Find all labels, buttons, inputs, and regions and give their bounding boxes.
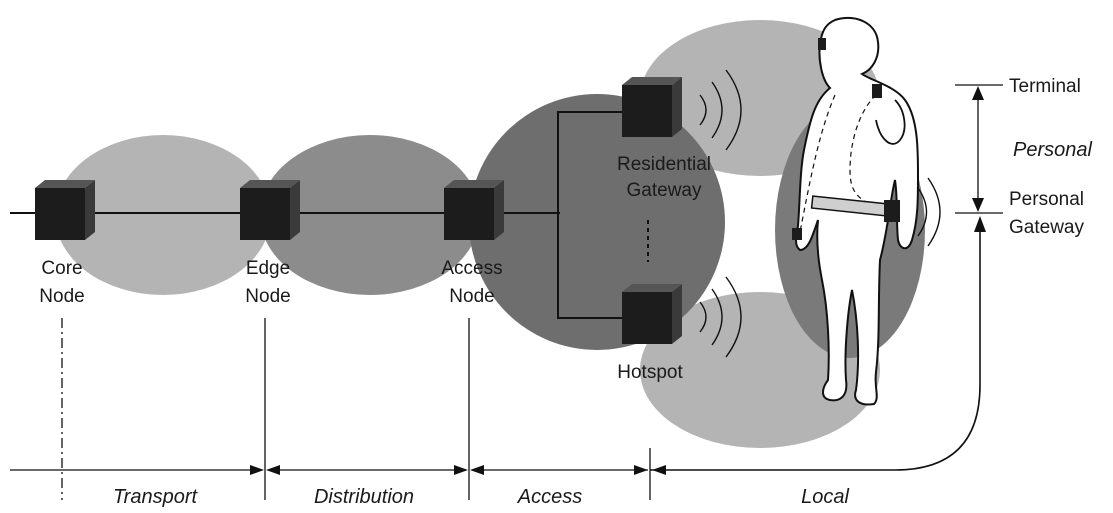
personal-gateway-label-1: Personal: [1009, 189, 1084, 210]
personal-scale-bracket: [650, 84, 1003, 471]
person-figure: [792, 17, 919, 406]
hotspot-waves-icon: [699, 276, 742, 358]
segment-access-label: Access: [517, 486, 582, 508]
core-coverage-ellipse: [55, 135, 271, 295]
residential-gateway-cube: [622, 77, 682, 137]
residential-gateway-label-1: Residential: [617, 154, 711, 175]
core-node-label-1: Core: [41, 258, 82, 279]
branch-hotspot: [557, 213, 625, 319]
segment-transport-label: Transport: [113, 486, 199, 508]
access-node-label-1: Access: [441, 258, 502, 279]
personal-gateway-label-2: Gateway: [1009, 217, 1084, 238]
access-node-cube: [444, 180, 504, 240]
edge-node-label-1: Edge: [246, 258, 290, 279]
wrist-device: [792, 228, 802, 240]
residential-waves-icon: [699, 69, 742, 151]
access-node-label-2: Node: [449, 286, 494, 307]
segment-arrows: [10, 465, 666, 475]
branch-residential: [557, 111, 625, 213]
edge-distribution-ellipse: [260, 135, 480, 295]
hotspot-label: Hotspot: [617, 362, 683, 383]
core-node-cube: [35, 180, 95, 240]
residential-gateway-label-2: Gateway: [627, 180, 702, 201]
edge-node-cube: [240, 180, 300, 240]
ear-device: [818, 38, 826, 50]
terminal-device: [872, 84, 882, 98]
personal-gateway-device: [884, 200, 900, 222]
edge-node-label-2: Node: [245, 286, 290, 307]
core-node-label-2: Node: [39, 286, 84, 307]
access-coverage-ellipse: [469, 94, 725, 350]
terminal-label: Terminal: [1009, 76, 1081, 97]
segment-local-label: Local: [801, 486, 849, 508]
personal-scale-label: Personal: [1013, 139, 1092, 161]
hotspot-cube: [622, 284, 682, 344]
segment-distribution-label: Distribution: [314, 486, 414, 508]
